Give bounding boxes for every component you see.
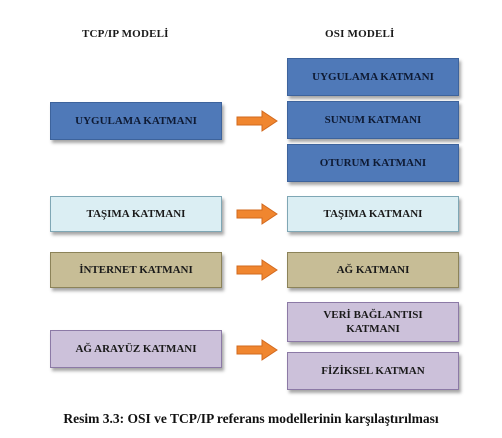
osi-transport-label: TAŞIMA KATMANI (323, 208, 423, 220)
osi-model-header: OSI MODELİ (325, 28, 395, 40)
tcpip-model-header: TCP/IP MODELİ (82, 28, 169, 40)
tcpip-internet-label: İNTERNET KATMANI (79, 264, 193, 276)
arrow-network-access (236, 339, 278, 361)
tcpip-internet-layer: İNTERNET KATMANI (50, 252, 222, 288)
tcpip-application-label: UYGULAMA KATMANI (75, 115, 197, 127)
osi-physical-layer: FİZİKSEL KATMAN (287, 352, 459, 390)
tcpip-network-access-label: AĞ ARAYÜZ KATMANI (75, 343, 197, 355)
osi-application-layer: UYGULAMA KATMANI (287, 58, 459, 96)
osi-data-link-layer: VERİ BAĞLANTISI KATMANI (287, 302, 459, 342)
osi-physical-label: FİZİKSEL KATMAN (321, 365, 425, 377)
osi-presentation-layer: SUNUM KATMANI (287, 101, 459, 139)
osi-transport-layer: TAŞIMA KATMANI (287, 196, 459, 232)
figure-caption: Resim 3.3: OSI ve TCP/IP referans modell… (63, 411, 439, 426)
osi-presentation-label: SUNUM KATMANI (324, 114, 422, 126)
osi-data-link-label: VERİ BAĞLANTISI KATMANI (323, 309, 423, 335)
osi-session-label: OTURUM KATMANI (319, 157, 427, 169)
arrow-application (236, 110, 278, 132)
tcpip-application-layer: UYGULAMA KATMANI (50, 102, 222, 140)
osi-network-layer: AĞ KATMANI (287, 252, 459, 288)
arrow-internet (236, 259, 278, 281)
tcpip-transport-label: TAŞIMA KATMANI (86, 208, 186, 220)
osi-application-label: UYGULAMA KATMANI (312, 71, 434, 83)
tcpip-network-access-layer: AĞ ARAYÜZ KATMANI (50, 330, 222, 368)
arrow-transport (236, 203, 278, 225)
tcpip-transport-layer: TAŞIMA KATMANI (50, 196, 222, 232)
osi-network-label: AĞ KATMANI (336, 264, 410, 276)
osi-session-layer: OTURUM KATMANI (287, 144, 459, 182)
